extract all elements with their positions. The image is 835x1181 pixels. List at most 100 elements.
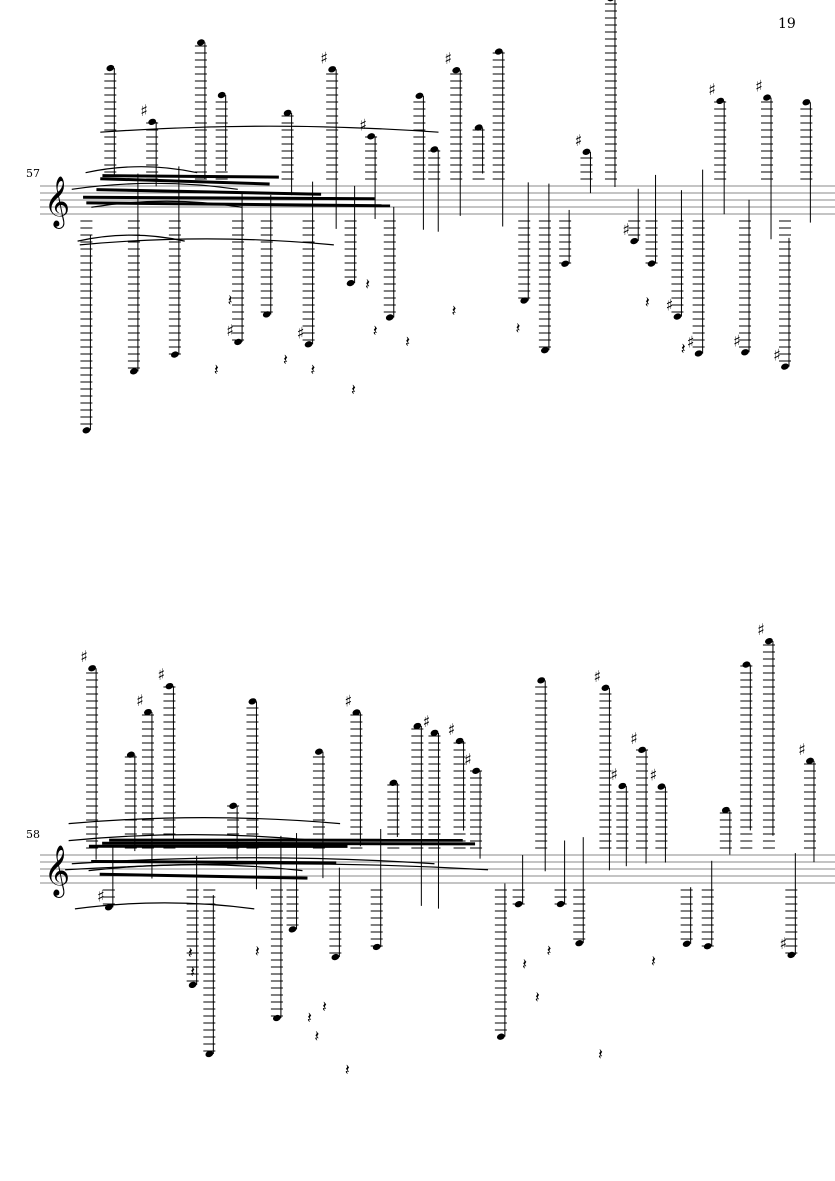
notehead xyxy=(82,427,91,434)
notehead xyxy=(520,297,529,304)
sharp-accidental: ♯ xyxy=(610,765,618,784)
notehead xyxy=(537,677,546,684)
sharp-accidental: ♯ xyxy=(593,667,601,686)
beam xyxy=(86,201,391,208)
quarter-rest: 𝄽 xyxy=(345,1060,350,1079)
quarter-rest: 𝄽 xyxy=(681,339,686,358)
quarter-rest: 𝄽 xyxy=(451,301,456,320)
quarter-rest: 𝄽 xyxy=(645,292,650,311)
page-number: 19 xyxy=(778,16,796,32)
notehead xyxy=(741,349,749,356)
beam xyxy=(96,188,322,196)
sharp-accidental: ♯ xyxy=(708,80,716,99)
sharp-accidental: ♯ xyxy=(226,321,234,340)
quarter-rest: 𝄽 xyxy=(373,321,378,340)
quarter-rest: 𝄽 xyxy=(522,954,527,973)
notehead xyxy=(802,99,811,106)
sharp-accidental: ♯ xyxy=(773,346,781,365)
slur xyxy=(68,834,317,842)
notehead xyxy=(413,722,422,730)
notehead xyxy=(385,314,394,321)
notehead xyxy=(452,67,461,74)
notehead xyxy=(273,1014,281,1022)
beam xyxy=(102,174,279,179)
notehead xyxy=(248,698,257,705)
notehead xyxy=(165,682,174,690)
slur xyxy=(100,125,439,133)
notehead xyxy=(148,118,157,125)
notehead xyxy=(130,368,138,375)
slur xyxy=(91,200,243,208)
slur xyxy=(77,234,185,242)
beam xyxy=(91,859,337,865)
quarter-rest: 𝄽 xyxy=(322,997,327,1016)
notehead xyxy=(144,708,152,716)
quarter-rest: 𝄽 xyxy=(310,360,315,379)
sharp-accidental: ♯ xyxy=(757,620,765,639)
notehead xyxy=(352,709,361,716)
sharp-accidental: ♯ xyxy=(80,647,88,666)
notehead xyxy=(205,1050,214,1058)
notehead xyxy=(721,806,730,814)
notehead xyxy=(496,1033,505,1040)
sharp-accidental: ♯ xyxy=(448,720,456,739)
notehead xyxy=(331,953,340,961)
sharp-accidental: ♯ xyxy=(755,77,763,96)
notehead xyxy=(455,737,464,745)
quarter-rest: 𝄽 xyxy=(516,318,521,337)
quarter-rest: 𝄽 xyxy=(365,274,370,293)
quarter-rest: 𝄽 xyxy=(190,962,195,981)
notehead xyxy=(328,66,337,73)
notehead xyxy=(716,97,725,105)
beam xyxy=(83,195,375,201)
notehead xyxy=(787,951,796,959)
sharp-accidental: ♯ xyxy=(798,740,806,759)
notehead xyxy=(742,661,751,668)
notehead xyxy=(781,363,789,370)
quarter-rest: 𝄽 xyxy=(214,360,219,379)
quarter-rest: 𝄽 xyxy=(283,350,288,369)
sharp-accidental: ♯ xyxy=(136,691,144,710)
notehead xyxy=(188,981,197,989)
sharp-accidental: ♯ xyxy=(320,48,328,67)
notehead xyxy=(657,783,666,790)
notehead xyxy=(288,926,297,933)
sharp-accidental: ♯ xyxy=(464,750,472,769)
quarter-rest: 𝄽 xyxy=(314,1027,319,1046)
notehead xyxy=(561,260,570,267)
notehead xyxy=(315,748,323,755)
notehead xyxy=(197,39,205,46)
beam xyxy=(102,841,476,846)
notehead xyxy=(389,779,398,786)
notehead xyxy=(346,279,355,287)
quarter-rest: 𝄽 xyxy=(307,1008,312,1027)
notehead xyxy=(673,313,682,320)
notehead xyxy=(415,92,424,99)
quarter-rest: 𝄽 xyxy=(228,291,233,310)
measure-number-58: 58 xyxy=(26,828,40,841)
notehead xyxy=(694,350,703,357)
notehead xyxy=(262,311,271,318)
notehead xyxy=(430,146,439,153)
slur xyxy=(74,902,255,910)
notehead xyxy=(806,757,814,764)
notehead xyxy=(575,940,584,947)
notehead xyxy=(304,341,313,348)
quarter-rest: 𝄽 xyxy=(405,332,410,351)
sharp-accidental: ♯ xyxy=(97,886,105,905)
sharp-accidental: ♯ xyxy=(733,331,741,350)
notehead xyxy=(283,109,292,117)
quarter-rest: 𝄽 xyxy=(546,941,551,960)
notehead xyxy=(88,665,96,672)
slur xyxy=(85,166,198,174)
sharp-accidental: ♯ xyxy=(622,220,630,239)
measure-number-57: 57 xyxy=(26,167,40,180)
quarter-rest: 𝄽 xyxy=(651,951,656,970)
sharp-accidental: ♯ xyxy=(779,934,787,953)
sharp-accidental: ♯ xyxy=(630,729,638,748)
treble-clef: 𝄞 xyxy=(44,845,70,898)
notehead xyxy=(682,940,691,947)
notehead xyxy=(582,148,591,155)
